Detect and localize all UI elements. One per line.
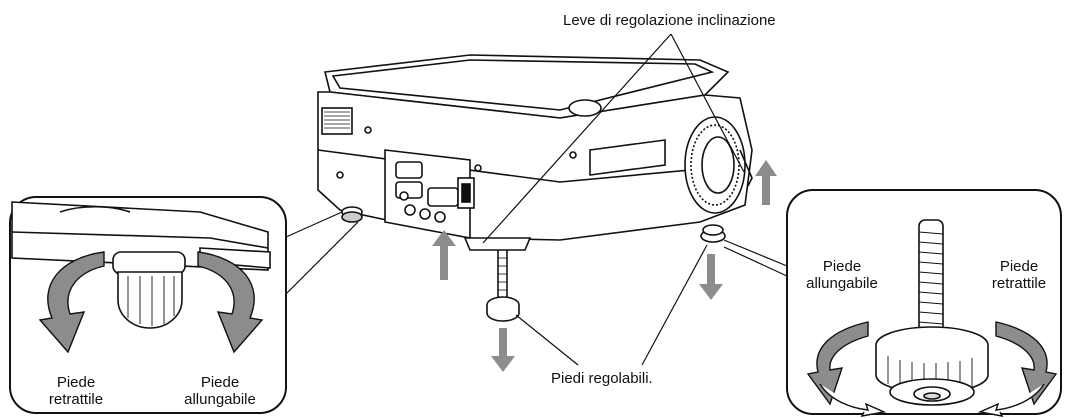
label-line-2: retrattile	[991, 275, 1047, 292]
tilt-levers-label: Leve di regolazione inclinazione	[563, 12, 776, 29]
label-line-1: Piede	[999, 258, 1039, 275]
label-line-1: Piede	[200, 374, 240, 391]
rotate-arrow-icon	[38, 251, 264, 354]
right-inset-retract-label: Piede retrattile	[984, 258, 1054, 292]
leader-lines	[482, 33, 745, 366]
rotate-arrow-icon	[806, 321, 1058, 417]
down-arrow-icon	[491, 254, 723, 372]
right-inset-illustration	[875, 219, 989, 406]
label-line-2: retrattile	[48, 391, 104, 408]
right-inset-extend-label: Piede allungabile	[800, 258, 884, 292]
label-line-2: allungabile	[806, 275, 878, 292]
left-inset-extend-label: Piede allungabile	[178, 374, 262, 408]
projector-illustration	[317, 54, 753, 322]
label-line-1: Piede	[822, 258, 862, 275]
adjustable-feet-label: Piedi regolabili.	[551, 370, 653, 387]
label-line-1: Piede	[56, 374, 96, 391]
left-inset-retract-label: Piede retrattile	[44, 374, 108, 408]
up-arrow-icon	[432, 160, 777, 280]
label-line-2: allungabile	[184, 391, 256, 408]
